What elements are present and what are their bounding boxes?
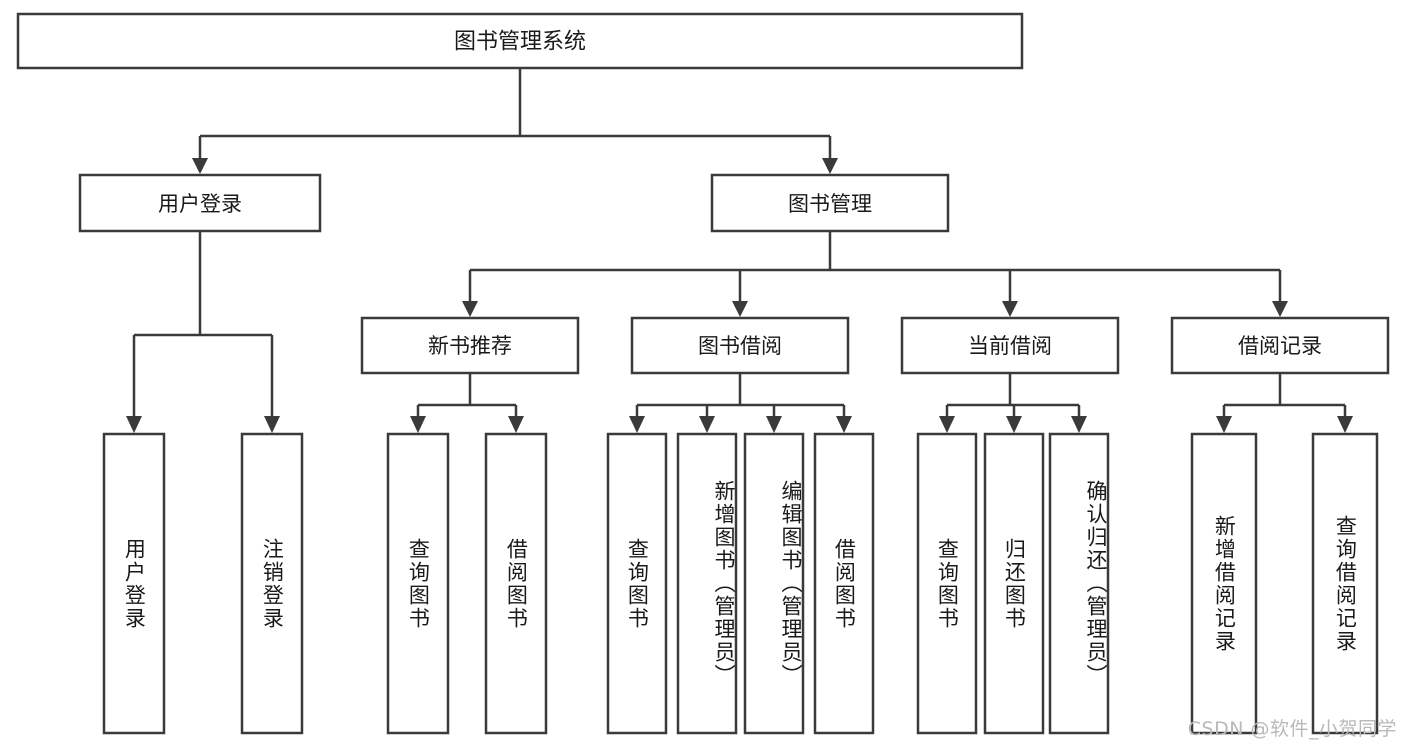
arrowhead-leaf-borrow-book-2	[836, 416, 852, 433]
leaf-return-book-box[interactable]	[983, 432, 1045, 735]
arrowhead-user-login	[192, 158, 208, 174]
arrowhead-current-borrow	[1002, 301, 1018, 317]
arrowhead-leaf-add-book	[699, 416, 715, 433]
leaf-borrow-book-2-box[interactable]	[813, 432, 875, 735]
leaf-borrow-book-1-box[interactable]	[484, 432, 548, 735]
arrowhead-leaf-confirm-return	[1071, 416, 1087, 433]
node-book-borrow-label: 图书借阅	[698, 334, 782, 358]
arrowhead-leaf-borrow-book-1	[508, 416, 524, 433]
node-current-borrow-label: 当前借阅	[968, 334, 1052, 358]
node-root[interactable]: 图书管理系统	[16, 12, 1024, 70]
arrowhead-book-borrow	[732, 301, 748, 317]
node-book-borrow[interactable]: 图书借阅	[630, 316, 850, 375]
node-user-login-box[interactable]	[78, 173, 322, 233]
connector-group-borrow-record	[1216, 373, 1353, 433]
leaf-user-login-box[interactable]	[102, 432, 166, 735]
leaf-edit-book-box[interactable]	[743, 432, 805, 735]
connector-group-user-login	[126, 231, 280, 433]
leaf-query-book-2-box[interactable]	[606, 432, 668, 735]
arrowhead-new-book-recommend	[462, 301, 478, 317]
connector-group-new-book-recommend	[410, 373, 524, 433]
node-current-borrow[interactable]: 当前借阅	[900, 316, 1120, 375]
leaf-user-logout-box[interactable]	[240, 432, 304, 735]
node-book-management[interactable]: 图书管理	[710, 173, 950, 233]
node-new-book-recommend-box[interactable]	[360, 316, 580, 375]
arrowhead-leaf-query-book-3	[939, 416, 955, 433]
node-borrow-record[interactable]: 借阅记录	[1170, 316, 1390, 375]
arrowhead-leaf-user-logout	[264, 416, 280, 433]
node-current-borrow-box[interactable]	[900, 316, 1120, 375]
node-new-book-recommend[interactable]: 新书推荐	[360, 316, 580, 375]
arrowhead-leaf-user-login	[126, 416, 142, 433]
leaf-query-record-box[interactable]	[1311, 432, 1379, 735]
connector-group-root	[192, 68, 838, 174]
node-borrow-record-box[interactable]	[1170, 316, 1390, 375]
arrowhead-leaf-add-record	[1216, 416, 1232, 433]
leaf-add-book-box[interactable]	[676, 432, 738, 735]
connector-group-book-management	[462, 231, 1288, 317]
arrowhead-book-management	[822, 158, 838, 174]
node-user-login-label: 用户登录	[158, 192, 242, 216]
leaf-confirm-return-box[interactable]	[1048, 432, 1110, 735]
arrowhead-borrow-record	[1272, 301, 1288, 317]
connector-group-current-borrow	[939, 373, 1087, 433]
arrowhead-leaf-query-book-2	[629, 416, 645, 433]
connector-group-book-borrow	[629, 373, 852, 433]
leaf-query-book-3-box[interactable]	[916, 432, 978, 735]
arrowhead-leaf-query-book-1	[410, 416, 426, 433]
leaf-box-group	[102, 432, 1379, 735]
arrowhead-leaf-query-record	[1337, 416, 1353, 433]
node-user-login[interactable]: 用户登录	[78, 173, 322, 233]
arrowhead-leaf-return-book	[1006, 416, 1022, 433]
node-root-box[interactable]	[16, 12, 1024, 70]
leaf-query-book-1-box[interactable]	[386, 432, 450, 735]
arrowhead-leaf-edit-book	[766, 416, 782, 433]
node-borrow-record-label: 借阅记录	[1238, 334, 1322, 358]
leaf-add-record-box[interactable]	[1190, 432, 1258, 735]
node-book-management-box[interactable]	[710, 173, 950, 233]
node-new-book-recommend-label: 新书推荐	[428, 334, 512, 358]
node-book-management-label: 图书管理	[788, 192, 872, 216]
node-book-borrow-box[interactable]	[630, 316, 850, 375]
node-root-label: 图书管理系统	[454, 30, 586, 55]
watermark-text: CSDN @软件_小贺同学	[1187, 718, 1397, 740]
